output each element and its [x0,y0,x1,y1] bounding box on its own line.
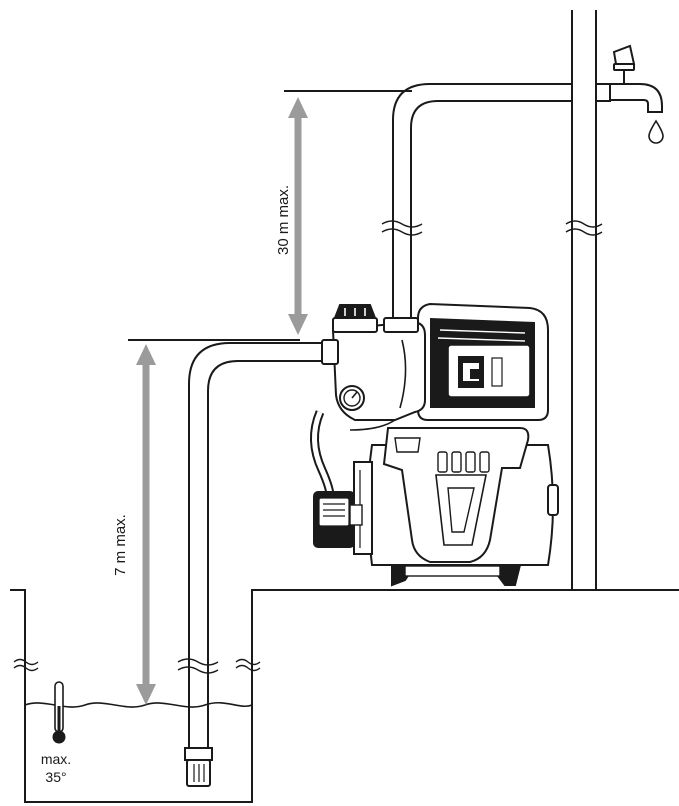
max-temp-label-line1: max. [41,751,71,767]
delivery-height-arrow [288,97,308,335]
pump-icon [310,302,559,587]
suction-depth-arrow [136,344,156,705]
delivery-pipe [381,83,572,320]
suction-depth-label: 7 m max. [112,514,129,576]
water-drop-icon [648,119,664,144]
suction-pipe [177,342,322,750]
ground-outline [10,589,679,803]
foot-valve [184,747,213,787]
max-temp-label-line2: 35° [45,769,66,785]
wall-break-marks [13,658,261,672]
delivery-height-label: 30 m max. [275,185,292,255]
wall-pipe [565,10,603,590]
dimension-reference-lines [128,90,412,341]
tap-icon [595,44,663,113]
thermometer-icon [52,681,66,744]
water-surface [24,701,253,708]
